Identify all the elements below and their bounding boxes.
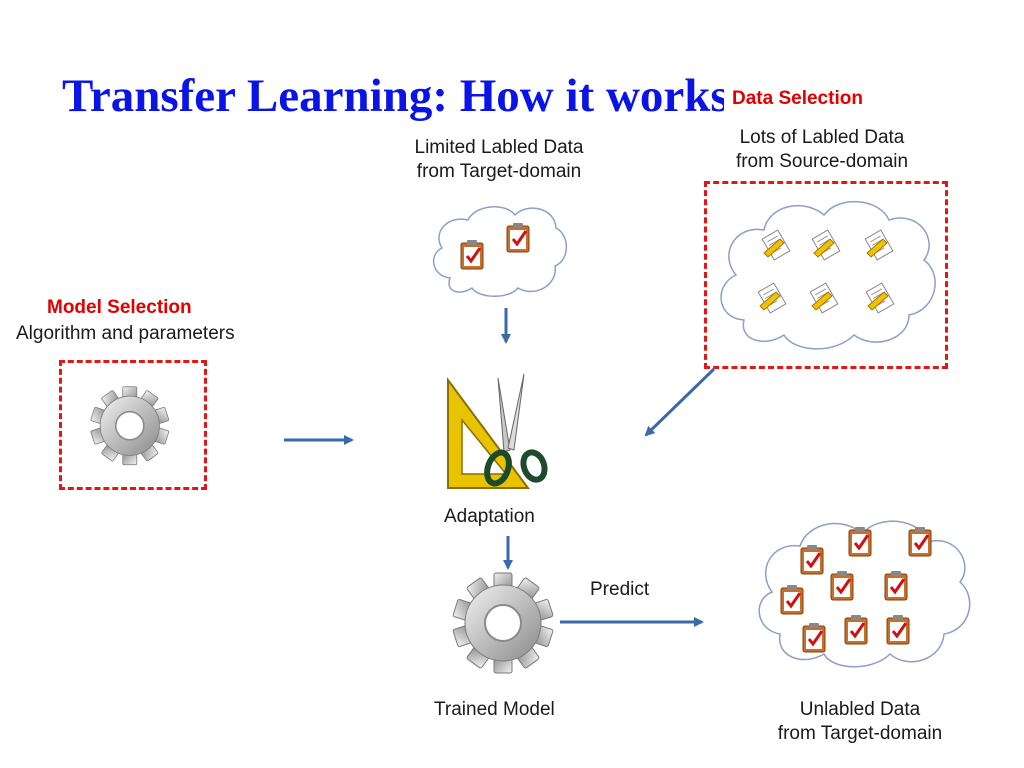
predict-arrow — [560, 617, 704, 627]
model-selection-heading: Model Selection — [47, 297, 192, 318]
source-to-adaptation-arrow — [644, 367, 716, 437]
target-clipboard-icon-1 — [459, 238, 485, 271]
model-selection-caption: Algorithm and parameters — [16, 323, 235, 344]
unlabeled-clipboard-icon-5 — [883, 569, 909, 602]
predict-label: Predict — [590, 579, 650, 600]
unlabeled-clipboard-icon-7 — [801, 621, 827, 654]
unlabeled-clipboard-icon-2 — [847, 525, 873, 558]
unlabeled-clipboard-icon-4 — [829, 569, 855, 602]
adaptation-icon — [447, 373, 548, 489]
data-selection-box — [704, 181, 948, 369]
target-clipboard-icon-2 — [505, 221, 531, 254]
trained-model-label: Trained Model — [434, 699, 555, 720]
slide-title: Transfer Learning: How it works — [62, 70, 724, 122]
adaptation-to-model-arrow — [503, 536, 513, 570]
scissors-icon — [484, 373, 548, 487]
target-data-cloud — [432, 206, 568, 297]
unlabeled-clipboard-icon-8 — [843, 613, 869, 646]
unlabeled-data-caption-line1: Unlabled Data — [799, 699, 921, 720]
source-data-caption-line1: Lots of Labled Data — [739, 127, 905, 148]
source-data-cloud — [720, 201, 936, 350]
unlabeled-data-caption-line2: from Target-domain — [777, 723, 943, 744]
model-gear-icon — [89, 385, 170, 466]
target-data-caption-line2: from Target-domain — [416, 161, 582, 182]
data-to-adaptation-arrow — [501, 308, 511, 344]
unlabeled-data-cloud — [758, 520, 971, 668]
source-data-caption: Lots of Labled Data from Source-domain — [712, 126, 932, 174]
model-selection-box — [59, 360, 207, 490]
unlabeled-clipboard-icon-9 — [885, 613, 911, 646]
unlabeled-clipboard-icon-1 — [799, 543, 825, 576]
unlabeled-clipboard-icon-6 — [779, 583, 805, 616]
data-selection-heading: Data Selection — [732, 88, 863, 109]
adaptation-label: Adaptation — [444, 506, 535, 527]
unlabeled-clipboard-icon-3 — [907, 525, 933, 558]
target-data-caption: Limited Labled Data from Target-domain — [384, 136, 614, 184]
unlabeled-data-caption: Unlabled Data from Target-domain — [748, 698, 972, 746]
source-data-caption-line2: from Source-domain — [735, 151, 909, 172]
trained-model-gear-icon — [451, 572, 555, 674]
model-to-adaptation-arrow — [284, 435, 354, 445]
target-data-caption-line1: Limited Labled Data — [414, 137, 584, 158]
